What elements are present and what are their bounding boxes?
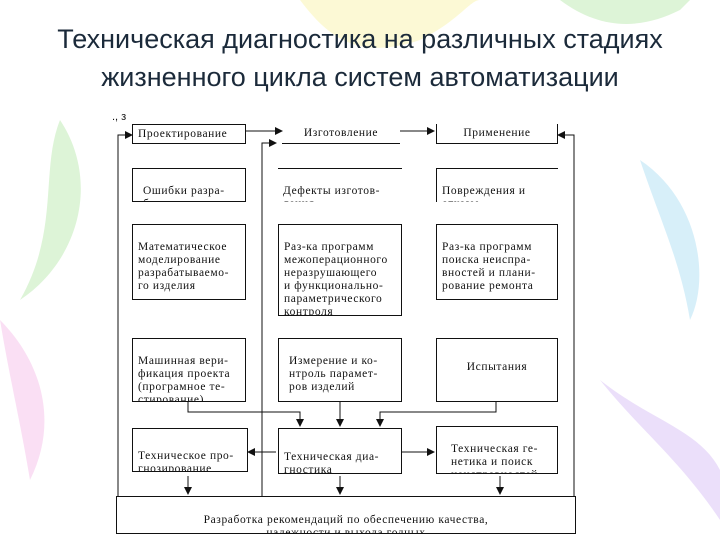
feedback-loop-middle xyxy=(261,139,277,496)
stage-use-box: Применение xyxy=(436,124,558,144)
arrow-from-use-to-diagnostics xyxy=(376,402,497,427)
feedback-loop-left xyxy=(117,131,133,496)
feedback-loop-right xyxy=(557,131,575,496)
technical-forecasting-label: Техническое про- гнозирование xyxy=(138,450,234,472)
bg-swirl-pink xyxy=(0,320,45,480)
use-damage-box: Повреждения и отказы xyxy=(436,168,558,202)
bg-swirl-violet xyxy=(600,380,720,520)
technical-forecasting-box: Техническое про- гнозирование xyxy=(132,428,248,472)
bg-swirl-blue xyxy=(640,160,700,320)
machine-verification-box: Машинная вери- фикация проекта (програмн… xyxy=(132,338,246,402)
recommendations-label: Разработка рекомендаций по обеспечению к… xyxy=(203,514,489,534)
control-programs-label: Раз-ка программ межоперационного неразру… xyxy=(284,241,388,316)
math-modeling-box: Математическое моделирование разрабатыва… xyxy=(132,224,246,300)
stage-manufacture-box: Изготовление xyxy=(282,124,400,144)
fault-search-programs-box: Раз-ка программ поиска неиспра- вностей … xyxy=(436,224,558,300)
bg-swirl-yellow xyxy=(300,0,480,48)
technical-genetics-box: Техническая ге- нетика и поиск неисправн… xyxy=(436,426,558,474)
testing-box: Испытания xyxy=(436,338,558,402)
technical-diagnostics-box: Техническая диа- гностика xyxy=(278,428,402,474)
testing-label: Испытания xyxy=(466,361,528,373)
manufacture-defects-box: Дефекты изготов- ления xyxy=(278,168,402,202)
design-errors-box: Ошибки разра- ботки xyxy=(132,168,246,202)
title-line-1: Техническая диагностика на различных ста… xyxy=(57,24,663,54)
corner-marks: ., з xyxy=(112,111,127,123)
stage-design-label: Проектирование xyxy=(138,128,228,140)
fault-search-programs-label: Раз-ка программ поиска неиспра- вностей … xyxy=(442,241,536,292)
title-line-2: жизненного цикла систем автоматизации xyxy=(101,62,619,92)
bg-swirl-green xyxy=(20,120,81,300)
use-damage-label: Повреждения и отказы xyxy=(442,185,526,202)
technical-genetics-label: Техническая ге- нетика и поиск неисправн… xyxy=(451,443,539,473)
arrow-from-design-to-diagnostics xyxy=(187,402,304,427)
recommendations-box: Разработка рекомендаций по обеспечению к… xyxy=(116,496,576,534)
math-modeling-label: Математическое моделирование разрабатыва… xyxy=(138,241,230,292)
stage-design-box: Проектирование xyxy=(132,124,246,144)
machine-verification-label: Машинная вери- фикация проекта (програмн… xyxy=(138,355,231,402)
manufacture-defects-label: Дефекты изготов- ления xyxy=(283,185,381,202)
control-programs-box: Раз-ка программ межоперационного неразру… xyxy=(278,224,402,316)
technical-diagnostics-label: Техническая диа- гностика xyxy=(284,451,380,474)
stage-manufacture-label: Изготовление xyxy=(303,127,379,139)
parameter-measurement-box: Измерение и ко- нтроль парамет- ров изде… xyxy=(278,338,402,402)
slide-title: Техническая диагностика на различных ста… xyxy=(0,20,720,96)
bg-swirl-green-2 xyxy=(560,0,690,24)
stage-use-label: Применение xyxy=(463,127,531,139)
parameter-measurement-label: Измерение и ко- нтроль парамет- ров изде… xyxy=(289,355,378,393)
design-errors-label: Ошибки разра- ботки xyxy=(143,185,225,201)
